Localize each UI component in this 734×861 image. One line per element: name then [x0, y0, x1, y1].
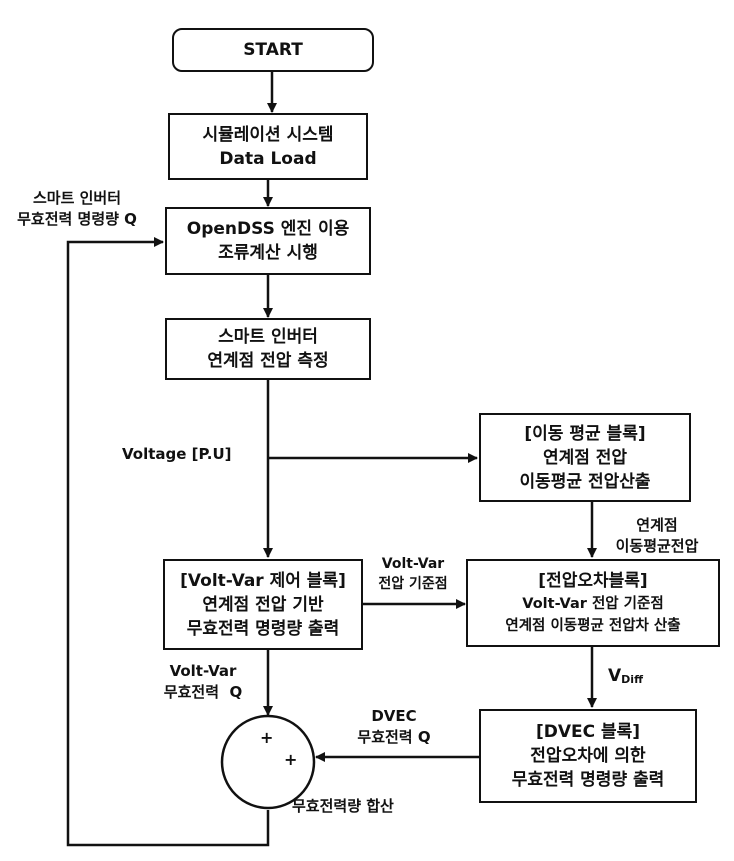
- moving-average-line-2: 연계점 전압: [542, 447, 628, 468]
- moving-average-line-1: [이동 평균 블록]: [524, 423, 646, 444]
- data-load-line-1: 시뮬레이션 시스템: [202, 124, 334, 145]
- opendss-line-2: 조류계산 시행: [218, 243, 318, 263]
- dvec-q-line-2: 무효전력 Q: [357, 728, 431, 746]
- voltvar-q-label: Volt-Var 무효전력 Q: [148, 661, 258, 703]
- measure-line-2: 연계점 전압 측정: [207, 351, 329, 371]
- start-label: START: [243, 40, 303, 60]
- measure-box: 스마트 인버터 연계점 전압 측정: [165, 318, 371, 380]
- voltvar-line-3: 무효전력 명령량 출력: [186, 618, 340, 639]
- measure-line-1: 스마트 인버터: [218, 327, 318, 347]
- opendss-line-1: OpenDSS 엔진 이용: [186, 219, 350, 239]
- dvec-block: [DVEC 블록] 전압오차에 의한 무효전력 명령량 출력: [479, 709, 697, 803]
- sum-label: 무효전력량 합산: [292, 797, 394, 815]
- dvec-line-1: [DVEC 블록]: [535, 722, 641, 742]
- sum-plus-right: +: [284, 750, 298, 769]
- pcc-ma-line-2: 이동평균전압: [615, 537, 699, 555]
- data-load-line-2: Data Load: [219, 148, 317, 169]
- voltage-error-line-1: [전압오차블록]: [538, 571, 648, 591]
- voltage-error-block: [전압오차블록] Volt-Var 전압 기준점 연계점 이동평균 전압차 산출: [466, 559, 720, 647]
- vdiff-label: VDiff: [608, 666, 643, 688]
- dvec-line-3: 무효전력 명령량 출력: [511, 770, 665, 790]
- moving-average-line-3: 이동평균 전압산출: [519, 471, 651, 492]
- voltvar-reference-label: Volt-Var 전압 기준점: [364, 554, 462, 594]
- feedback-loop: [66, 237, 270, 847]
- vv-q-line-1: Volt-Var: [169, 662, 237, 680]
- vv-q-line-2: 무효전력 Q: [163, 683, 243, 701]
- feedback-label: 스마트 인버터 무효전력 명령량 Q: [2, 188, 152, 230]
- feedback-label-line-1: 스마트 인버터: [32, 189, 122, 207]
- dvec-q-label: DVEC 무효전력 Q: [338, 706, 450, 748]
- voltage-error-line-2: Volt-Var 전압 기준점: [522, 596, 664, 612]
- voltvar-line-2: 연계점 전압 기반: [202, 594, 324, 615]
- voltvar-control-block: [Volt-Var 제어 블록] 연계점 전압 기반 무효전력 명령량 출력: [163, 559, 363, 650]
- vdiff-main: V: [608, 666, 622, 686]
- voltage-label: Voltage [P.U]: [122, 445, 232, 463]
- dvec-line-2: 전압오차에 의한: [530, 746, 646, 766]
- pcc-ma-line-1: 연계점: [636, 516, 678, 534]
- vv-ref-line-1: Volt-Var: [381, 556, 445, 572]
- data-load-box: 시뮬레이션 시스템 Data Load: [168, 113, 368, 180]
- opendss-box: OpenDSS 엔진 이용 조류계산 시행: [165, 207, 371, 275]
- sum-plus-top: +: [260, 728, 274, 747]
- pcc-moving-average-label: 연계점 이동평균전압: [598, 515, 716, 557]
- summing-junction: [220, 714, 316, 810]
- voltage-error-line-3: 연계점 이동평균 전압차 산출: [505, 618, 681, 634]
- moving-average-block: [이동 평균 블록] 연계점 전압 이동평균 전압산출: [479, 413, 691, 502]
- dvec-q-line-1: DVEC: [371, 707, 417, 725]
- vdiff-sub: Diff: [621, 673, 643, 686]
- feedback-label-line-2: 무효전력 명령량 Q: [17, 210, 137, 228]
- start-terminal: START: [172, 28, 374, 72]
- vv-ref-line-2: 전압 기준점: [378, 576, 448, 592]
- voltvar-line-1: [Volt-Var 제어 블록]: [180, 570, 346, 591]
